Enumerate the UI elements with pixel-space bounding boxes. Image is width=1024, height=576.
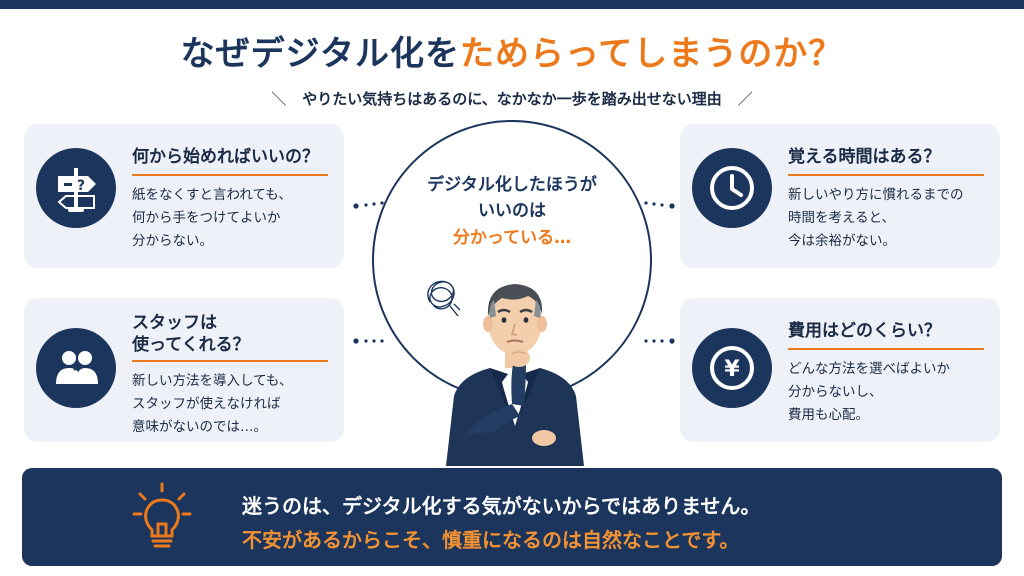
card-line: 費用も心配。 — [788, 406, 869, 423]
title-underline — [788, 348, 984, 350]
card-staff-adoption: スタッフは 使ってくれる？ 新しい方法を導入しても、 スタッフが使えなければ 意… — [24, 298, 344, 442]
card-line: 分からないし、 — [788, 383, 883, 400]
card-where-to-start: ? 何から始めればいいの？ 紙をなくすと言われても、 何から手をつけてよいか 分… — [24, 124, 344, 268]
thought-text: デジタル化したほうが いいのは 分かっている… — [372, 172, 652, 251]
card-line: 新しいやり方に慣れるまでの — [788, 187, 964, 203]
card-learning-time: 覚える時間はある？ 新しいやり方に慣れるまでの 時間を考えると、 今は余裕がない… — [680, 124, 1000, 268]
card-title: 何から始めればいいの？ — [132, 147, 319, 167]
card-body: どんな方法を選べばよいか 分からないし、 費用も心配。 — [788, 358, 993, 427]
page-title: なぜデジタル化をためらってしまうのか？ — [0, 26, 1024, 75]
title-underline — [788, 174, 984, 176]
card-body: 新しい方法を導入しても、 スタッフが使えなければ 意味がないのでは…。 — [132, 370, 337, 439]
title-accent: ためらってしまうのか？ — [460, 34, 844, 74]
banner-line-2: 不安があるからこそ、慎重になるのは自然なことです。 — [242, 528, 740, 552]
card-line: 紙をなくすと言われても、 — [132, 187, 292, 203]
card-line: 今は余裕がない。 — [788, 232, 896, 249]
card-title-line: 使ってくれる？ — [132, 335, 250, 356]
yen-symbol: ¥ — [724, 357, 740, 382]
title-underline — [132, 360, 328, 362]
title-main: なぜデジタル化を — [180, 34, 460, 74]
connector-dots — [644, 201, 675, 209]
signpost-question-mark: ? — [77, 178, 85, 194]
card-title: スタッフは 使ってくれる？ — [132, 312, 332, 356]
connector-dots — [353, 338, 384, 344]
subtitle: ＼ やりたい気持ちはあるのに、なかなか一歩を踏み出せない理由 ／ — [0, 88, 1024, 109]
subtitle-slash-right: ／ — [737, 90, 753, 108]
card-line: どんな方法を選べばよいか — [788, 361, 950, 377]
banner-line-1: 迷うのは、デジタル化する気がないからではありません。 — [242, 494, 761, 518]
card-title: 覚える時間はある？ — [788, 147, 941, 167]
thought-line: デジタル化したほうが — [427, 175, 597, 195]
scribble-icon — [427, 280, 461, 317]
card-title-line: スタッフは — [132, 313, 217, 333]
people-icon — [36, 328, 116, 408]
card-cost: ¥ 費用はどのくらい？ どんな方法を選べばよいか 分からないし、 費用も心配。 — [680, 298, 1000, 442]
lightbulb-icon — [132, 482, 192, 548]
thought-line: いいのは — [478, 201, 546, 222]
card-body: 新しいやり方に慣れるまでの 時間を考えると、 今は余裕がない。 — [788, 184, 993, 253]
title-underline — [132, 174, 328, 176]
conclusion-banner: 迷うのは、デジタル化する気がないからではありません。 不安があるからこそ、慎重に… — [22, 468, 1002, 566]
thought-line-emphasis: 分かっている… — [452, 227, 572, 248]
worried-man-illustration — [427, 280, 584, 466]
card-line: 意味がないのでは…。 — [132, 418, 267, 435]
subtitle-text: やりたい気持ちはあるのに、なかなか一歩を踏み出せない理由 — [302, 90, 722, 108]
yen-icon: ¥ — [692, 328, 772, 408]
signpost-icon: ? — [36, 148, 116, 228]
card-line: 時間を考えると、 — [788, 209, 896, 226]
subtitle-slash-left: ＼ — [271, 90, 287, 108]
card-line: 分からない。 — [132, 232, 213, 249]
card-line: 新しい方法を導入しても、 — [132, 373, 293, 389]
card-line: 何から手をつけてよいか — [132, 209, 281, 226]
clock-icon — [692, 148, 772, 228]
card-line: スタッフが使えなければ — [132, 395, 281, 412]
card-body: 紙をなくすと言われても、 何から手をつけてよいか 分からない。 — [132, 184, 337, 253]
connector-dots — [644, 338, 675, 344]
card-title: 費用はどのくらい？ — [788, 321, 941, 341]
top-band — [0, 0, 1024, 9]
